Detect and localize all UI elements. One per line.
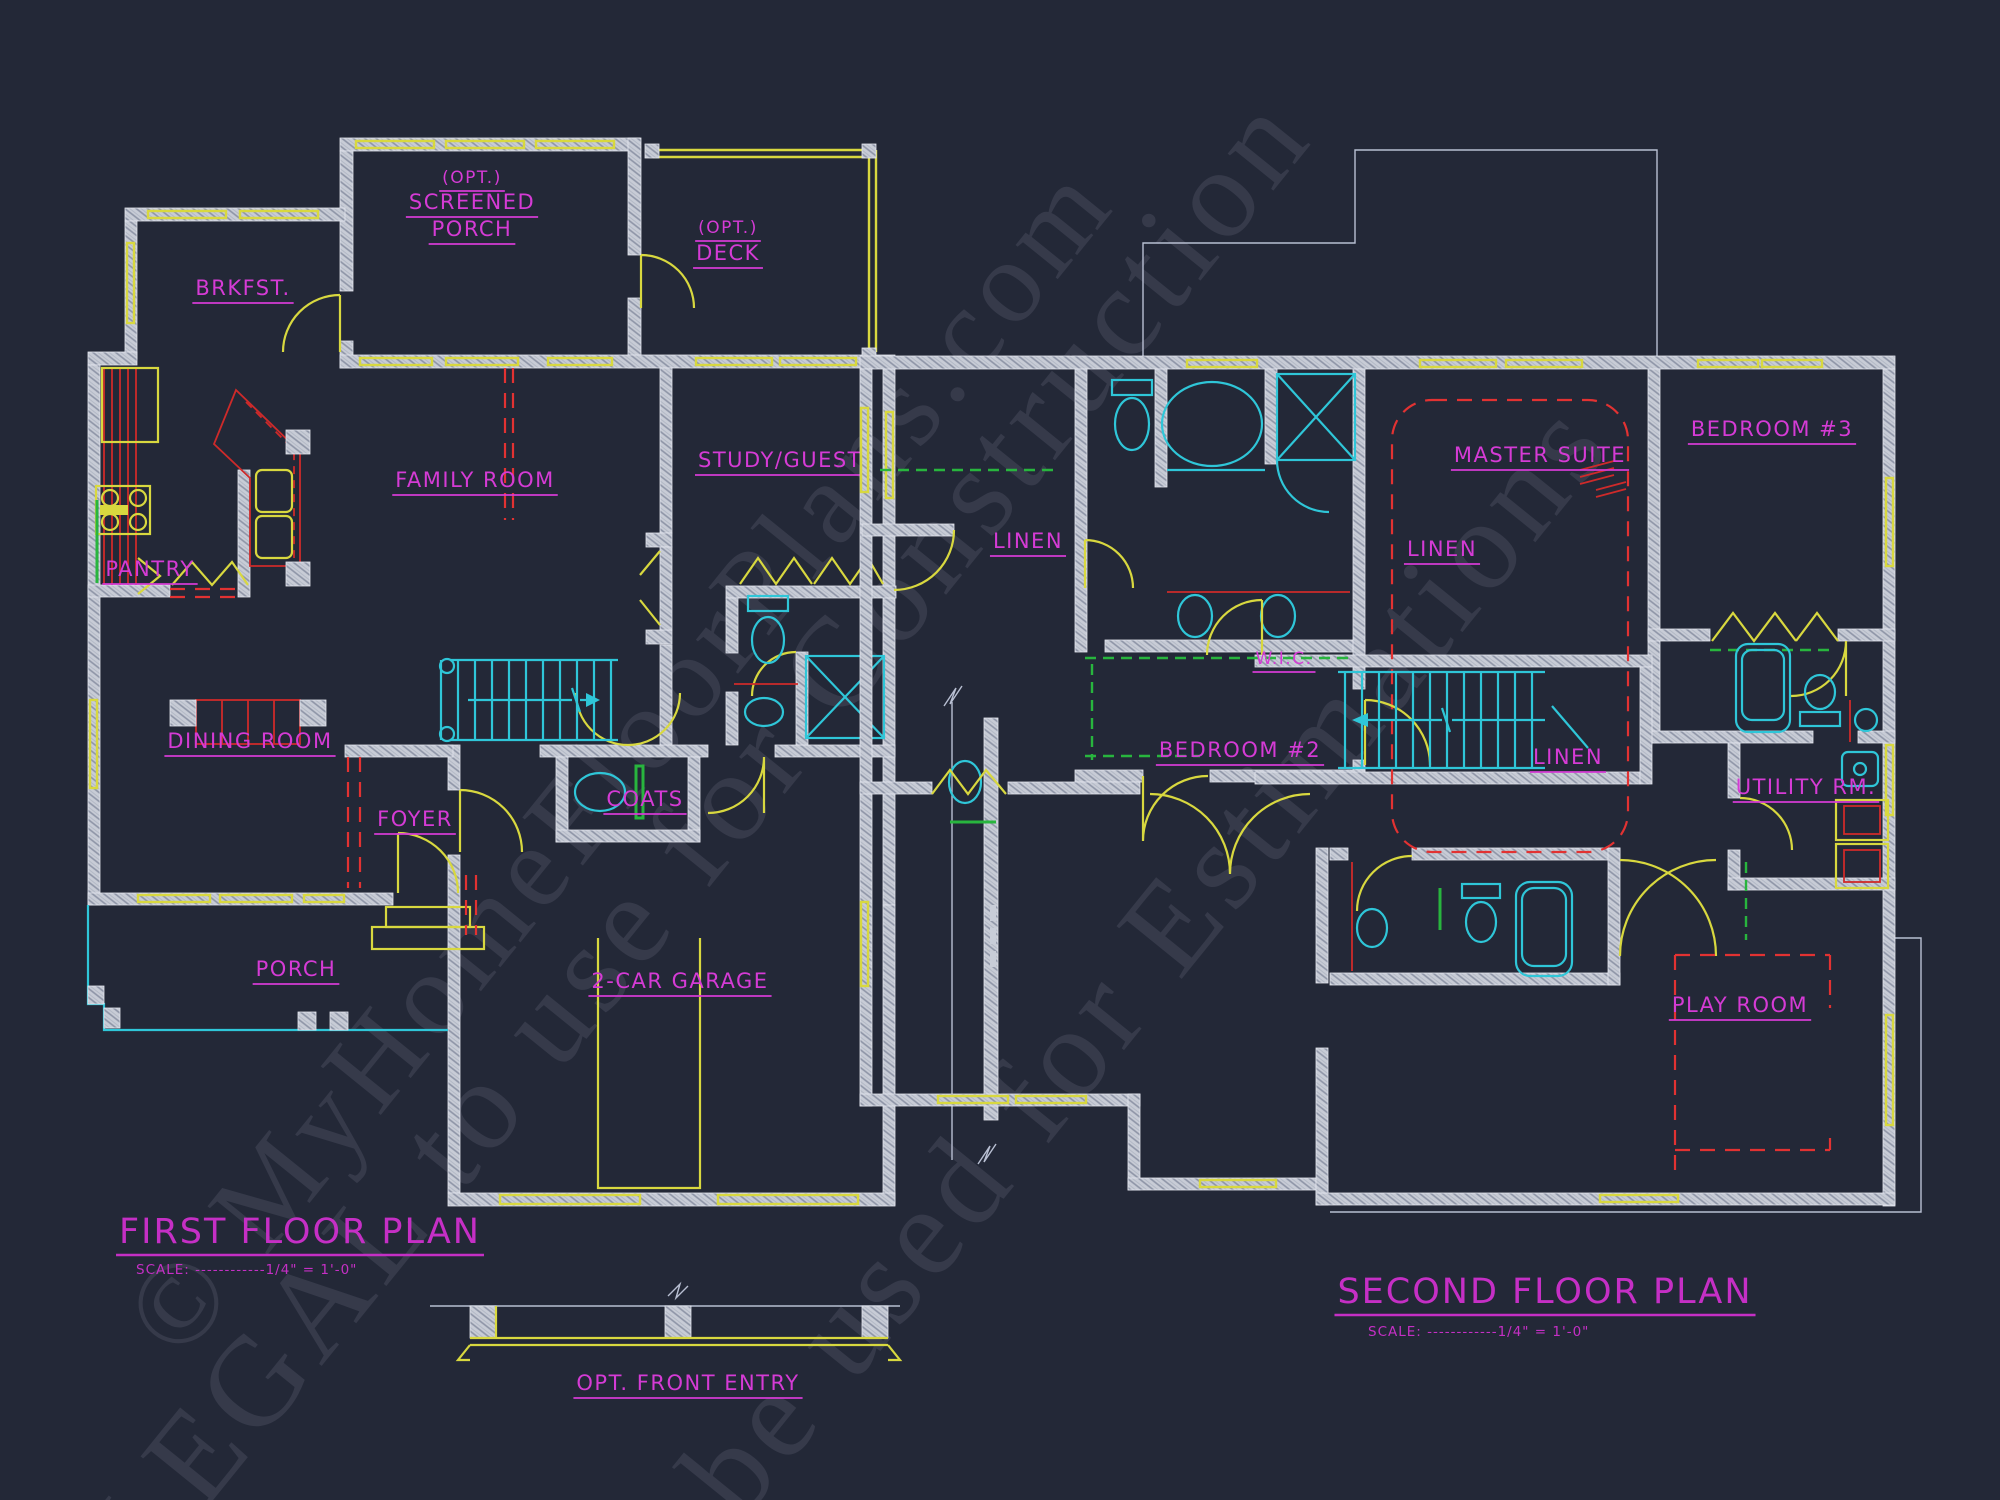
cased-openings [170,368,515,888]
master-bath [1110,372,1357,639]
fireplace-marks [1579,460,1627,498]
room-label-screened-porch-1: SCREENED [409,190,535,214]
second-floor-title: SECOND FLOOR PLAN [1337,1272,1752,1312]
room-label-wic: W.I.C. [1256,649,1313,669]
washer [1834,798,1890,842]
toilet [1798,710,1842,728]
second-floor-windows [859,358,1895,1204]
roof-outline [1142,149,1658,356]
first-floor-labels: (OPT.) SCREENED PORCH (OPT.) DECK BRKFST… [102,168,866,1278]
laundry-sink [1840,750,1880,788]
linen-leader-line [1551,705,1589,749]
deck-railing [644,143,878,363]
tub [1514,880,1574,978]
sink [1853,707,1879,733]
wall-section-detail [943,685,999,1165]
room-label-utility: UTILITY RM. [1736,775,1877,799]
tub [1734,642,1792,734]
room-label-pantry: PANTRY [105,557,194,581]
room-label-garage: 2-CAR GARAGE [591,969,768,993]
sink [743,696,785,728]
room-label-porch: PORCH [256,957,337,981]
first-floor-scale: SCALE: ------------1/4" = 1'-0" [136,1262,357,1278]
dryer [1834,842,1890,890]
room-label-family-room: FAMILY ROOM [395,468,555,492]
room-label-bedroom-2: BEDROOM #2 [1159,738,1321,762]
room-label-master-suite: MASTER SUITE [1454,443,1626,467]
tub [1160,380,1264,468]
room-label-play-room: PLAY ROOM [1672,993,1808,1017]
first-floor-windows [88,139,895,1206]
wic-shelving [880,468,1836,940]
shower [1275,372,1357,462]
toilet [746,594,790,613]
room-label-dining-room: DINING ROOM [167,729,332,753]
family-room-furniture [169,550,661,745]
stair-direction-arrow [1352,713,1368,727]
garage-details [464,875,702,1190]
room-label-foyer: FOYER [377,807,453,831]
first-floor-stairs [438,657,618,743]
room-label-brkfst: BRKFST. [195,276,290,300]
room-label-linen-hall: LINEN [993,529,1063,553]
detail-label-front-entry: OPT. FRONT ENTRY [576,1371,799,1395]
sink [1355,907,1389,949]
room-label-coats: COATS [606,787,683,811]
second-floor-labels: MASTER SUITE BEDROOM #3 LINEN LINEN W.I.… [989,417,1880,1340]
front-entry-detail: OPT. FRONT ENTRY [430,1281,903,1399]
second-floor-plan: MASTER SUITE BEDROOM #3 LINEN LINEN W.I.… [859,149,1922,1340]
coats-closet [573,764,645,820]
kitchen [94,366,311,587]
tray-ceiling [1390,398,1630,854]
vanity-sink [1259,593,1297,639]
room-label-screened-porch-2: PORCH [432,217,513,241]
second-floor-doors [893,529,1848,957]
fireplace-hearth [639,550,661,626]
vanity-sink [1176,593,1214,639]
room-label-deck: DECK [696,241,760,265]
front-porch [86,905,448,1032]
room-label-linen-master: LINEN [1407,537,1477,561]
master-suite-details [1390,398,1630,854]
first-floor-doors [137,253,884,951]
stair-direction-arrow [586,693,600,707]
room-label-linen-stair: LINEN [1533,745,1603,769]
first-floor-plan: (OPT.) SCREENED PORCH (OPT.) DECK BRKFST… [86,137,897,1278]
playroom-kneewall [1673,953,1832,1178]
bath-3 [1351,862,1574,978]
toilet [1110,378,1154,397]
second-floor-stairs [1338,670,1589,770]
bath-2 [1734,642,1879,742]
utility-room [1834,750,1890,890]
first-floor-walls [87,137,897,1207]
first-floor-title: FIRST FLOOR PLAN [119,1212,481,1252]
roof-outline-lower [1330,937,1922,1213]
shower [804,654,886,740]
room-label-bedroom-3: BEDROOM #3 [1691,417,1853,441]
second-floor-scale: SCALE: ------------1/4" = 1'-0" [1368,1324,1589,1340]
island-sink [254,468,294,514]
room-label-deck-opt: (OPT.) [698,218,758,238]
room-label-study-guest: STUDY/GUEST [698,448,862,472]
room-label-screened-porch-opt: (OPT.) [442,168,502,188]
toilet [1460,882,1502,900]
